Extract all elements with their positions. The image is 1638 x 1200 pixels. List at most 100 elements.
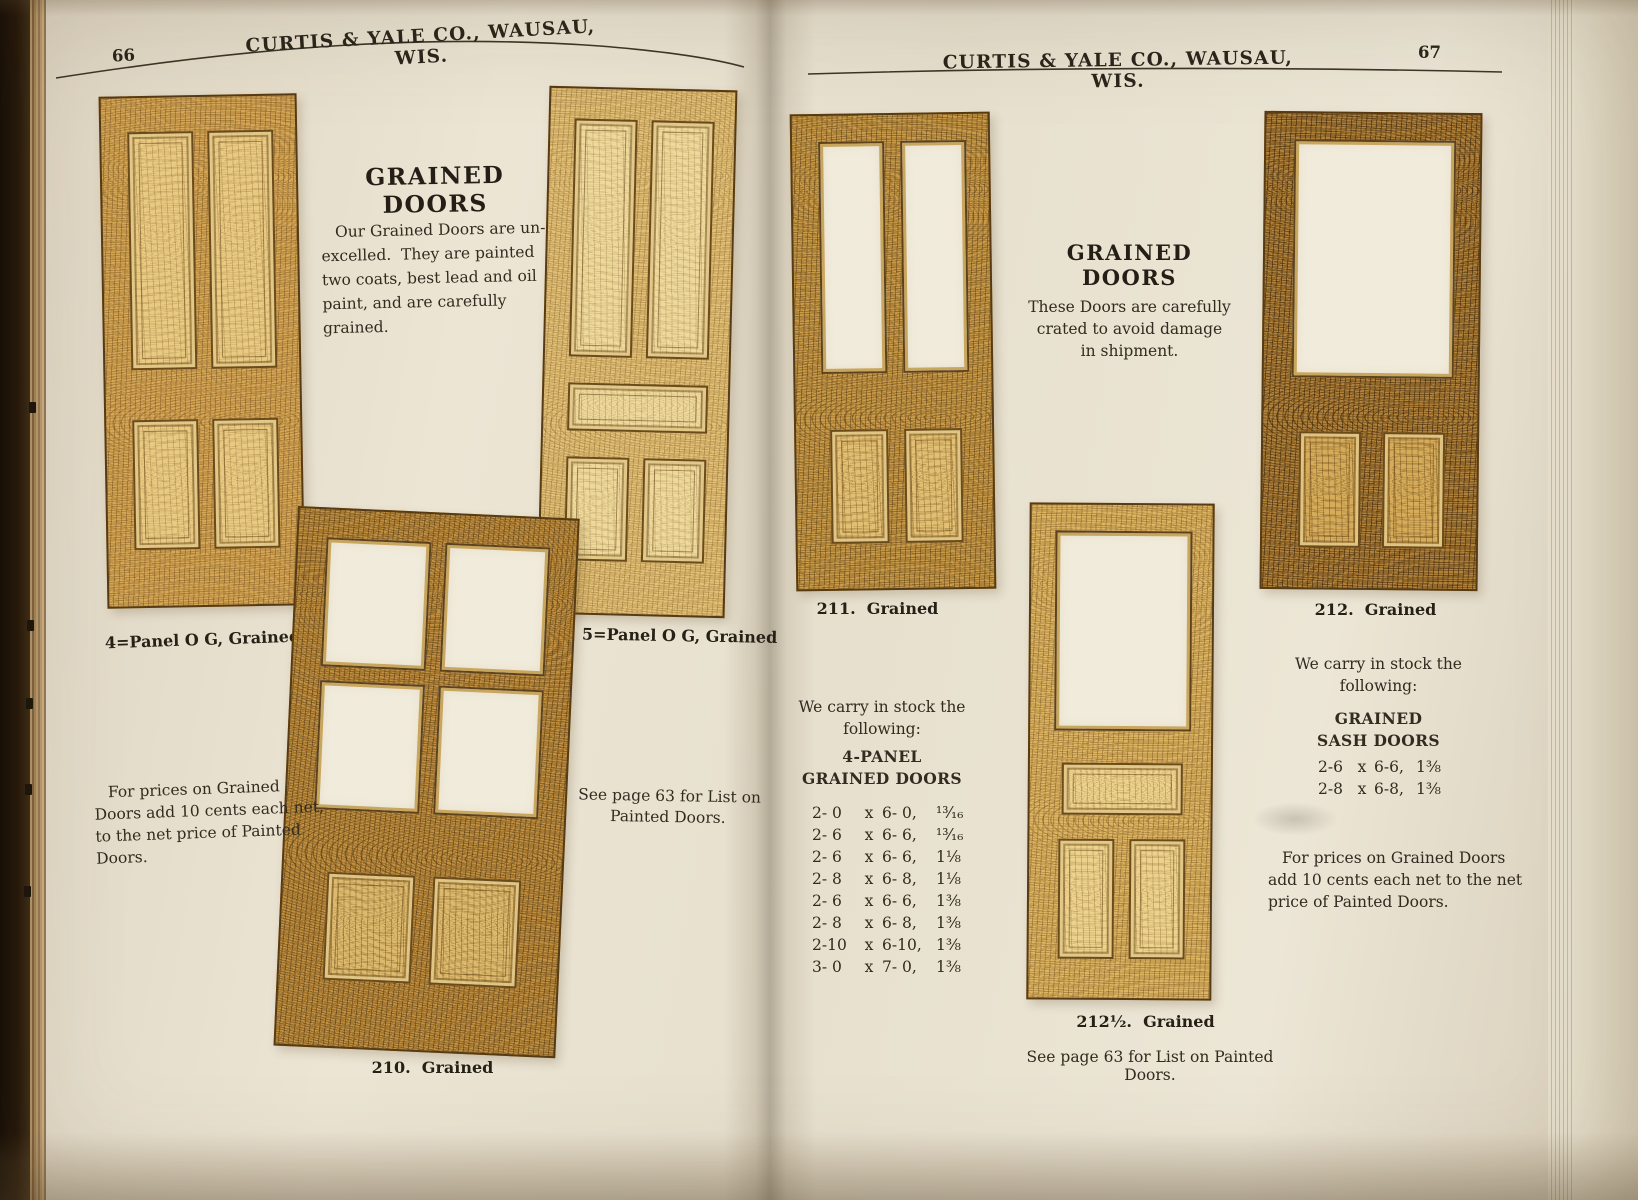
caption-211: 211. Grained <box>816 599 939 618</box>
lead-line: We carry in stock the <box>798 698 966 716</box>
size-height: 6- 8, <box>882 870 917 888</box>
page-edge-mark <box>25 784 32 795</box>
lead-line: following: <box>1339 677 1418 695</box>
heading-line: 4-PANEL <box>842 747 922 766</box>
size-separator: x <box>1357 758 1367 776</box>
left-page-number: 66 <box>111 45 136 66</box>
size-height: 7- 0, <box>882 958 917 976</box>
door-210 <box>273 506 580 1059</box>
intro-line: two coats, best lead and oil <box>321 266 537 290</box>
panel-center <box>575 467 619 551</box>
panel-center <box>1068 849 1104 948</box>
lead-line: following: <box>843 720 921 738</box>
price-note-line: price of Painted Doors. <box>1268 893 1449 911</box>
intro-line: These Doors are carefully <box>1028 298 1231 316</box>
size-width: 2-8 <box>1318 780 1343 798</box>
panel-center <box>218 140 267 358</box>
size-width: 2-6 <box>1318 758 1343 776</box>
size-thickness: 1⅜ <box>1416 780 1441 798</box>
stock-sash-heading: GRAINED SASH DOORS <box>1286 708 1471 752</box>
door-panel <box>127 131 198 371</box>
door-panel <box>1057 838 1115 959</box>
panel-center <box>1072 773 1172 805</box>
right-page-header: CURTIS & YALE CO., WAUSAU, WIS. <box>942 47 1294 93</box>
caption-212: 212. Grained <box>1314 600 1437 619</box>
panel-center <box>138 142 187 360</box>
stock-4panel-lead: We carry in stock the following: <box>792 696 972 740</box>
intro-line: crated to avoid damage <box>1036 320 1223 338</box>
panel-center <box>915 439 953 532</box>
size-separator: x <box>864 870 874 888</box>
door-212-half <box>1026 502 1215 1001</box>
glass-light <box>818 141 888 375</box>
size-height: 6- 0, <box>882 804 917 822</box>
stock-4panel-heading: 4-PANEL GRAINED DOORS <box>792 746 972 790</box>
top-edge-shadow <box>0 0 1638 16</box>
door-panel <box>132 419 201 551</box>
door-panel <box>1381 432 1446 549</box>
size-thickness: ¹³⁄₁₆ <box>936 804 964 822</box>
panel-center <box>143 430 190 540</box>
door-panel <box>1297 431 1362 548</box>
right-bottom-note: See page 63 for List on Painted Doors. <box>1026 1048 1274 1084</box>
size-separator: x <box>864 914 874 932</box>
price-note-line: For prices on Grained Doors <box>1282 849 1506 867</box>
size-thickness: 1⅜ <box>936 936 961 954</box>
size-thickness: ¹³⁄₁₆ <box>936 826 964 844</box>
left-see-note: See page 63 for List on Painted Doors. <box>578 784 761 829</box>
left-price-note: For prices on Grained Doors add 10 cents… <box>94 774 324 869</box>
size-height: 6- 6, <box>882 892 917 910</box>
caption-210: 210. Grained <box>371 1058 494 1077</box>
door-panel <box>212 417 281 549</box>
door-panel <box>428 876 522 989</box>
door-panel <box>1128 839 1186 960</box>
panel-center <box>1309 442 1351 537</box>
size-width: 2- 6 <box>812 826 842 844</box>
size-height: 6-6, <box>1374 758 1404 776</box>
door-panel <box>207 129 278 369</box>
right-section-title: GRAINED DOORS <box>1066 240 1193 290</box>
stock-sash-lead: We carry in stock the following: <box>1286 653 1471 697</box>
right-price-note: For prices on Grained Doors add 10 cents… <box>1268 847 1523 913</box>
size-height: 6- 6, <box>882 848 917 866</box>
price-note-line: add 10 cents each net to the net <box>1268 871 1523 889</box>
size-width: 2- 8 <box>812 870 842 888</box>
door-panel <box>830 429 890 544</box>
panel-center <box>578 393 697 423</box>
size-separator: x <box>864 848 874 866</box>
glass-light <box>1291 139 1457 379</box>
heading-line: GRAINED <box>1334 709 1423 728</box>
caption-212-half: 212½. Grained <box>1076 1012 1215 1031</box>
size-height: 6-10, <box>882 936 922 954</box>
door-panel <box>568 118 638 358</box>
glass-light <box>900 139 970 373</box>
size-width: 2- 6 <box>812 892 842 910</box>
panel-center <box>652 469 696 553</box>
panel-center <box>657 131 704 349</box>
size-width: 2- 6 <box>812 848 842 866</box>
panel-center <box>439 888 510 977</box>
left-section-title: GRAINED DOORS <box>364 160 505 219</box>
size-thickness: 1⅛ <box>936 870 961 888</box>
glass-light <box>433 685 544 820</box>
panel-center <box>223 428 270 538</box>
heading-line: GRAINED DOORS <box>802 769 962 788</box>
size-thickness: 1⅜ <box>936 958 961 976</box>
size-width: 2- 8 <box>812 914 842 932</box>
size-separator: x <box>1357 780 1367 798</box>
size-thickness: 1⅜ <box>936 892 961 910</box>
door-211 <box>789 111 997 592</box>
panel-center <box>841 440 879 533</box>
left-page-stack-edge <box>30 0 46 1200</box>
